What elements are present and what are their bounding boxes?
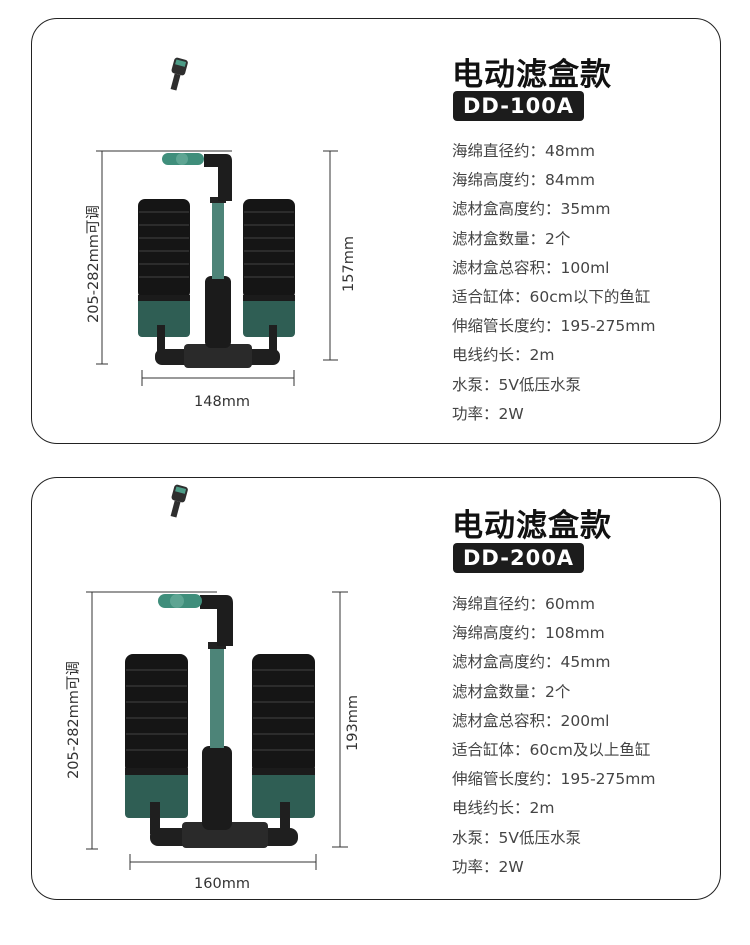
adjustable-height-label: 205-282mm可调 bbox=[85, 205, 102, 323]
spec-item: 海绵直径约：48mm bbox=[452, 142, 595, 160]
spec-item: 海绵高度约：84mm bbox=[452, 171, 595, 190]
width-dimension bbox=[141, 370, 295, 386]
spec-item: 滤材盒数量：2个 bbox=[452, 682, 571, 701]
spec-item: 伸缩管长度约：195-275mm bbox=[452, 770, 656, 789]
filter-illustration: 205-282mm可调 157mm 148mm bbox=[85, 57, 357, 410]
spec-list: 海绵直径约：60mm 海绵高度约：108mm 滤材盒高度约：45mm 滤材盒数量… bbox=[452, 590, 655, 882]
width-label: 160mm bbox=[194, 876, 250, 892]
spec-item: 滤材盒总容积：100ml bbox=[452, 258, 610, 277]
product-card-dd-200a: 205-282mm可调 193mm 160mm bbox=[31, 477, 721, 900]
product-title: 电动滤盒款 bbox=[452, 508, 612, 544]
spec-item: 水泵：5V低压水泵 bbox=[452, 828, 581, 847]
spec-list: 海绵直径约：48mm 海绵高度约：84mm 滤材盒高度约：35mm 滤材盒数量：… bbox=[452, 137, 655, 429]
height-dimension bbox=[332, 591, 348, 848]
nozzle-icon bbox=[170, 484, 188, 518]
spec-item: 滤材盒数量：2个 bbox=[452, 229, 571, 248]
spec-item: 海绵高度约：108mm bbox=[452, 624, 605, 643]
spec-item: 功率：2W bbox=[452, 857, 524, 876]
height-dimension bbox=[323, 150, 338, 361]
width-label: 148mm bbox=[194, 394, 250, 410]
spec-item: 滤材盒总容积：200ml bbox=[452, 711, 610, 730]
filter-body bbox=[138, 153, 295, 368]
spec-item: 电线约长：2m bbox=[452, 799, 555, 818]
adjustable-height-label: 205-282mm可调 bbox=[65, 661, 82, 779]
model-badge: DD-100A bbox=[453, 91, 585, 121]
adjustable-height-dimension bbox=[86, 591, 217, 850]
spec-item: 滤材盒高度约：45mm bbox=[452, 653, 611, 672]
spec-item: 适合缸体：60cm及以上鱼缸 bbox=[452, 740, 651, 759]
spec-item: 伸缩管长度约：195-275mm bbox=[452, 317, 656, 336]
spec-item: 滤材盒高度约：35mm bbox=[452, 200, 611, 219]
spec-item: 适合缸体：60cm以下的鱼缸 bbox=[452, 287, 651, 306]
product-card-dd-100a: 205-282mm可调 157mm 148mm bbox=[31, 18, 721, 444]
spec-item: 水泵：5V低压水泵 bbox=[452, 375, 581, 394]
adjustable-height-dimension bbox=[96, 150, 232, 365]
height-label: 157mm bbox=[341, 236, 357, 292]
height-label: 193mm bbox=[345, 695, 361, 751]
model-badge: DD-200A bbox=[453, 543, 585, 573]
filter-body bbox=[125, 594, 315, 848]
spec-item: 功率：2W bbox=[452, 404, 524, 423]
spec-item: 电线约长：2m bbox=[452, 346, 555, 365]
nozzle-icon bbox=[170, 57, 188, 91]
spec-item: 海绵直径约：60mm bbox=[452, 595, 595, 613]
product-title: 电动滤盒款 bbox=[452, 57, 612, 93]
filter-illustration: 205-282mm可调 193mm 160mm bbox=[65, 484, 361, 892]
width-dimension bbox=[129, 854, 317, 870]
